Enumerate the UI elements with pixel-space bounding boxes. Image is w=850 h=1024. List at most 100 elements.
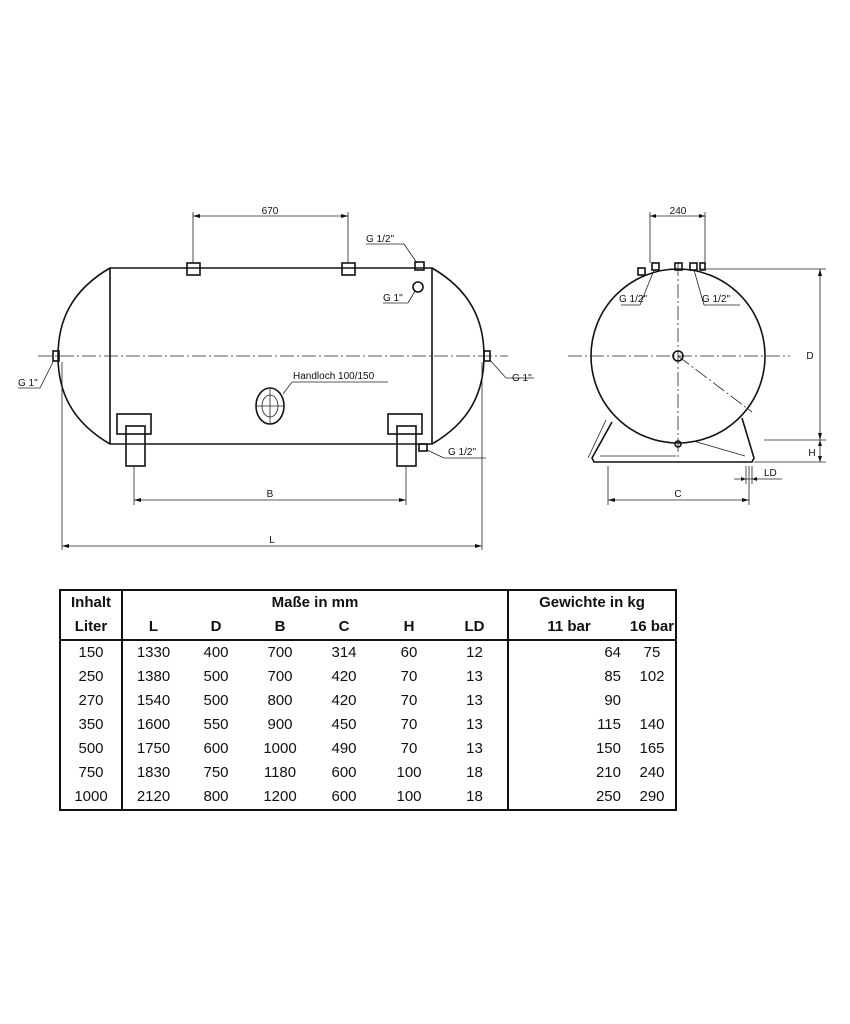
header-liter: Liter: [60, 615, 123, 641]
cell-ld: 12: [442, 640, 509, 665]
cell-d: 550: [203, 716, 229, 733]
dimension-d: D: [700, 268, 826, 441]
cell-h: 100: [396, 764, 422, 781]
cell-h: 60: [400, 644, 418, 661]
cell-b: 900: [267, 716, 293, 733]
cell-c: 420: [331, 692, 357, 709]
dimension-c: C: [607, 466, 750, 505]
cell-b: 800: [267, 692, 293, 709]
dimension-b: B: [133, 466, 407, 505]
bottom-drain: [674, 440, 682, 448]
col-header-l: L: [122, 615, 184, 641]
cell-l: 1330: [136, 644, 171, 661]
cell-l: 1600: [136, 716, 171, 733]
safety-valve-socket: [412, 281, 424, 293]
dim-b-text: B: [267, 489, 274, 500]
cell-d: 600: [203, 740, 229, 757]
cell-w16: 102: [639, 668, 665, 685]
cell-b: 700: [267, 644, 293, 661]
cell-ld: 13: [442, 737, 509, 761]
cell-c: 420: [331, 668, 357, 685]
col-header-16bar: 16 bar: [629, 615, 676, 641]
left-foot: [116, 413, 152, 467]
cell-b: 1200: [263, 788, 297, 805]
cell-liter: 250: [60, 665, 123, 689]
cell-liter: 1000: [60, 785, 123, 810]
support-frame: [587, 417, 755, 463]
label-handloch: Handloch 100/150: [293, 371, 375, 382]
left-socket-g1: [52, 350, 60, 362]
dim-h-text: H: [808, 448, 815, 459]
col-header-b: B: [248, 615, 312, 641]
header-gewichte: Gewichte in kg: [539, 594, 645, 611]
top-socket-g12: [414, 261, 425, 271]
cell-ld: 18: [442, 785, 509, 810]
cell-h: 70: [400, 668, 418, 685]
cell-w16: 140: [639, 716, 665, 733]
cell-d: 400: [203, 644, 229, 661]
dimension-ld: LD: [734, 466, 782, 484]
col-header-d: D: [184, 615, 248, 641]
cell-w16: 165: [639, 740, 665, 757]
table-header-row-2: Liter L D B C H LD 11 bar 16 bar: [60, 615, 676, 641]
cell-b: 1000: [263, 740, 297, 757]
cell-b: 1180: [263, 764, 297, 781]
label-g12-left: G 1/2": [619, 294, 647, 305]
dimension-l: L: [61, 362, 483, 550]
cell-w16: 290: [639, 788, 665, 805]
cell-liter: 500: [60, 737, 123, 761]
cell-l: 1540: [136, 692, 171, 709]
cell-w11: 64: [604, 644, 621, 661]
cell-h: 70: [400, 716, 418, 733]
right-socket-g1: [483, 350, 491, 362]
table-row: 270 1540 500 800 420 70 13 90: [60, 689, 676, 713]
header-masse: Maße in mm: [122, 590, 509, 615]
cell-w16: 75: [643, 644, 661, 661]
dim-670-text: 670: [262, 206, 279, 217]
cell-d: 800: [203, 788, 229, 805]
dimension-h: H: [754, 440, 826, 463]
bottom-socket-g12: [418, 443, 428, 452]
cell-d: 750: [203, 764, 229, 781]
cell-liter: 270: [60, 689, 123, 713]
cell-c: 600: [331, 764, 357, 781]
dim-240-text: 240: [670, 206, 687, 217]
cell-c: 490: [331, 740, 357, 757]
cell-w11: 150: [595, 740, 621, 757]
cell-liter: 150: [60, 640, 123, 665]
cell-h: 70: [400, 692, 418, 709]
end-view: 240 D H C: [568, 206, 826, 505]
cell-w11: 90: [604, 692, 621, 709]
label-g1-right: G 1": [512, 373, 532, 384]
side-view: 670 B L G 1/2" G 1" G 1" G 1": [18, 206, 534, 550]
top-socket-right: [341, 262, 356, 276]
dimension-670: 670: [192, 206, 349, 263]
centre-socket: [672, 350, 684, 362]
cell-c: 600: [331, 788, 357, 805]
dim-c-text: C: [674, 489, 681, 500]
dim-ld-text: LD: [764, 468, 777, 479]
right-foot: [387, 413, 423, 467]
table-row: 500 1750 600 1000 490 70 13 150 165: [60, 737, 676, 761]
col-header-h: H: [376, 615, 442, 641]
cell-ld: 13: [442, 689, 509, 713]
cell-l: 1750: [136, 740, 171, 757]
cell-h: 100: [396, 788, 422, 805]
dim-d-text: D: [806, 351, 813, 362]
cell-liter: 750: [60, 761, 123, 785]
cell-w11: 210: [595, 764, 621, 781]
label-g12-top: G 1/2": [366, 234, 394, 245]
cell-h: 70: [400, 740, 418, 757]
cell-d: 500: [203, 668, 229, 685]
header-inhalt: Inhalt: [60, 590, 123, 615]
label-g12-right: G 1/2": [702, 294, 730, 305]
cell-d: 500: [203, 692, 229, 709]
col-header-c: C: [312, 615, 376, 641]
dim-l-text: L: [269, 535, 275, 546]
col-header-ld: LD: [442, 615, 509, 641]
